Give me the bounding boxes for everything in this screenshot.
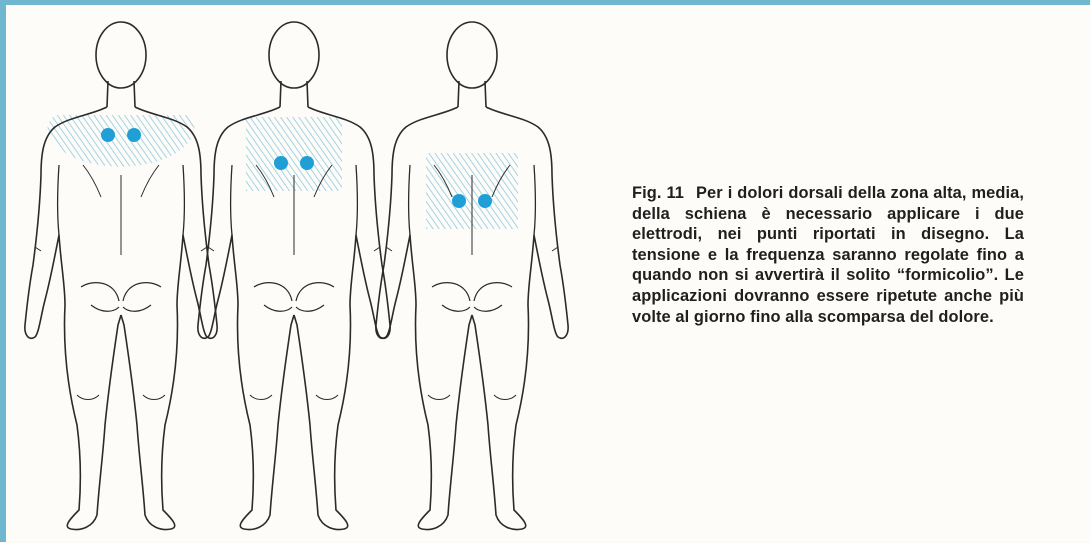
figure-lower-back (376, 22, 568, 529)
electrode-dot (478, 194, 492, 208)
electrode-dot (127, 128, 141, 142)
figure-upper-back (25, 22, 217, 529)
electrode-dot (101, 128, 115, 142)
figure-mid-back (198, 22, 390, 529)
electrode-dot (452, 194, 466, 208)
figure-label: Fig. 11 (632, 184, 684, 202)
electrode-dot (300, 156, 314, 170)
caption-text: Per i dolori dorsali della zona alta, me… (632, 184, 1024, 326)
electrode-dot (274, 156, 288, 170)
body-figures (24, 15, 614, 543)
